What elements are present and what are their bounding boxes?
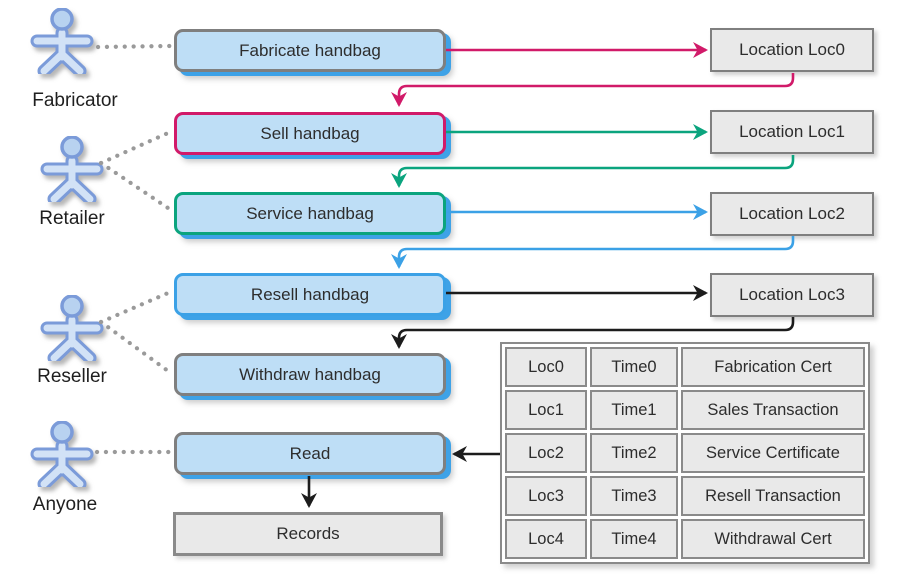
dotted-link-retailer-sell	[98, 130, 171, 166]
arrow-loc0-to-sell	[391, 73, 795, 107]
table-row: Loc4 Time4 Withdrawal Cert	[505, 519, 865, 559]
action-label: Resell handbag	[250, 284, 370, 304]
records-box: Records	[173, 512, 443, 556]
cell-loc: Loc0	[505, 347, 587, 387]
cell-cert: Sales Transaction	[681, 390, 865, 430]
cell-loc: Loc4	[505, 519, 587, 559]
action-label: Withdraw handbag	[239, 364, 381, 384]
arrow-loc1-to-service	[391, 155, 795, 188]
location-loc2: Location Loc2	[710, 192, 874, 236]
cell-cert: Service Certificate	[681, 433, 865, 473]
actor-label-reseller: Reseller	[37, 366, 107, 387]
location-label: Location Loc2	[739, 204, 845, 223]
location-loc0: Location Loc0	[710, 28, 874, 72]
cell-loc: Loc2	[505, 433, 587, 473]
cell-cert: Withdrawal Cert	[681, 519, 865, 559]
table-row: Loc2 Time2 Service Certificate	[505, 433, 865, 473]
location-loc1: Location Loc1	[710, 110, 874, 154]
actor-retailer	[38, 135, 106, 207]
actor-person-icon	[30, 7, 94, 78]
dotted-link-reseller-resell	[98, 290, 171, 325]
action-sell-handbag: Sell handbag	[174, 112, 446, 155]
action-label: Read	[289, 443, 331, 463]
arrow-loc2-to-resell	[391, 236, 795, 269]
cell-loc: Loc3	[505, 476, 587, 516]
table-row: Loc3 Time3 Resell Transaction	[505, 476, 865, 516]
cell-cert: Resell Transaction	[681, 476, 865, 516]
action-withdraw-handbag: Withdraw handbag	[174, 353, 446, 396]
actor-label-anyone: Anyone	[32, 494, 98, 515]
cell-time: Time1	[590, 390, 678, 430]
dotted-link-retailer-service	[98, 160, 171, 211]
actor-label-fabricator: Fabricator	[32, 90, 118, 111]
ledger-table: Loc0 Time0 Fabrication Cert Loc1 Time1 S…	[500, 342, 870, 564]
actor-person-icon	[40, 135, 104, 206]
cell-loc: Loc1	[505, 390, 587, 430]
action-label: Sell handbag	[260, 123, 360, 143]
records-label: Records	[276, 524, 340, 543]
location-loc3: Location Loc3	[710, 273, 874, 317]
action-resell-handbag: Resell handbag	[174, 273, 446, 316]
dotted-link-reseller-withdraw	[98, 319, 171, 374]
actor-person-icon	[40, 294, 104, 365]
cell-time: Time3	[590, 476, 678, 516]
cell-time: Time0	[590, 347, 678, 387]
dotted-link-fabricator	[95, 43, 173, 50]
action-read: Read	[174, 432, 446, 475]
actor-reseller	[38, 294, 106, 366]
location-label: Location Loc1	[739, 122, 845, 141]
table-row: Loc0 Time0 Fabrication Cert	[505, 347, 865, 387]
actor-fabricator	[28, 7, 96, 79]
table-row: Loc1 Time1 Sales Transaction	[505, 390, 865, 430]
location-label: Location Loc0	[739, 40, 845, 59]
cell-time: Time2	[590, 433, 678, 473]
action-service-handbag: Service handbag	[174, 192, 446, 235]
actor-anyone	[28, 420, 96, 492]
actor-label-retailer: Retailer	[39, 208, 105, 229]
action-label: Fabricate handbag	[239, 40, 381, 60]
location-label: Location Loc3	[739, 285, 845, 304]
action-fabricate-handbag: Fabricate handbag	[174, 29, 446, 72]
actor-person-icon	[30, 420, 94, 491]
action-label: Service handbag	[246, 203, 374, 223]
cell-cert: Fabrication Cert	[681, 347, 865, 387]
cell-time: Time4	[590, 519, 678, 559]
